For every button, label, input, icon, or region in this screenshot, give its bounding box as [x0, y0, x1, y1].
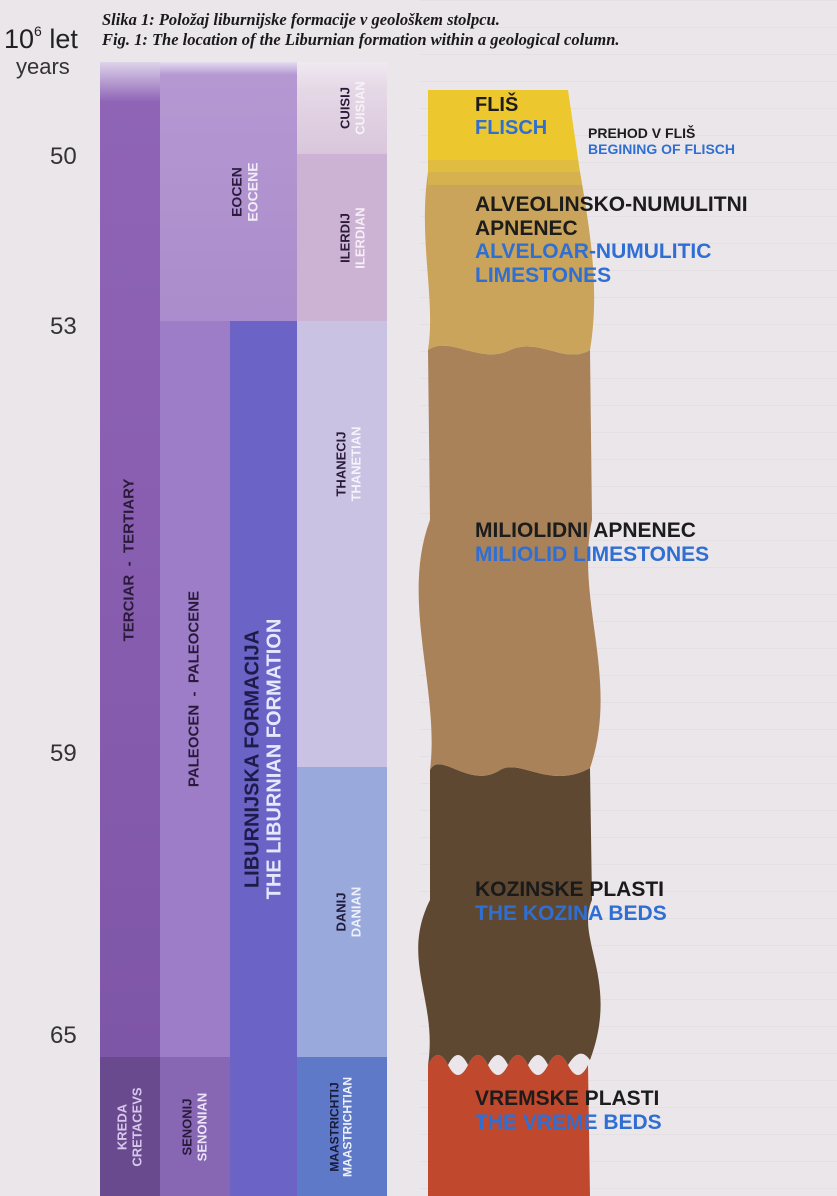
flysch-label-en: FLISCH [475, 117, 547, 140]
alveolinid-label: ALVEOLINSKO-NUMULITNI APNENEC ALVELOAR-N… [475, 193, 748, 288]
vreme-label-en: THE VREME BEDS [475, 1111, 662, 1135]
flysch-transition-label: PREHOD V FLIŠ BEGINING OF FLISCH [588, 126, 735, 158]
kozina-label-en: THE KOZINA BEDS [475, 902, 667, 926]
miliolid-label: MILIOLIDNI APNENEC MILIOLID LIMESTONES [475, 519, 709, 566]
alveolinid-label-en1: ALVELOAR-NUMULITIC [475, 240, 748, 264]
alveolinid-label-en2: LIMESTONES [475, 264, 748, 288]
flysch-label-sl: FLIŠ [475, 94, 547, 117]
flysch-label: FLIŠ FLISCH [475, 94, 547, 139]
flysch-transition-en: BEGINING OF FLISCH [588, 142, 735, 158]
kozina-label: KOZINSKE PLASTI THE KOZINA BEDS [475, 878, 667, 925]
alveolinid-label-sl2: APNENEC [475, 217, 748, 241]
kozina-label-sl: KOZINSKE PLASTI [475, 878, 667, 902]
miliolid-label-en: MILIOLID LIMESTONES [475, 543, 709, 567]
flysch-transition-band [428, 160, 582, 185]
flysch-transition-sl: PREHOD V FLIŠ [588, 126, 735, 142]
vreme-label: VREMSKE PLASTI THE VREME BEDS [475, 1087, 662, 1134]
alveolinid-label-sl1: ALVEOLINSKO-NUMULITNI [475, 193, 748, 217]
miliolid-label-sl: MILIOLIDNI APNENEC [475, 519, 709, 543]
vreme-label-sl: VREMSKE PLASTI [475, 1087, 662, 1111]
